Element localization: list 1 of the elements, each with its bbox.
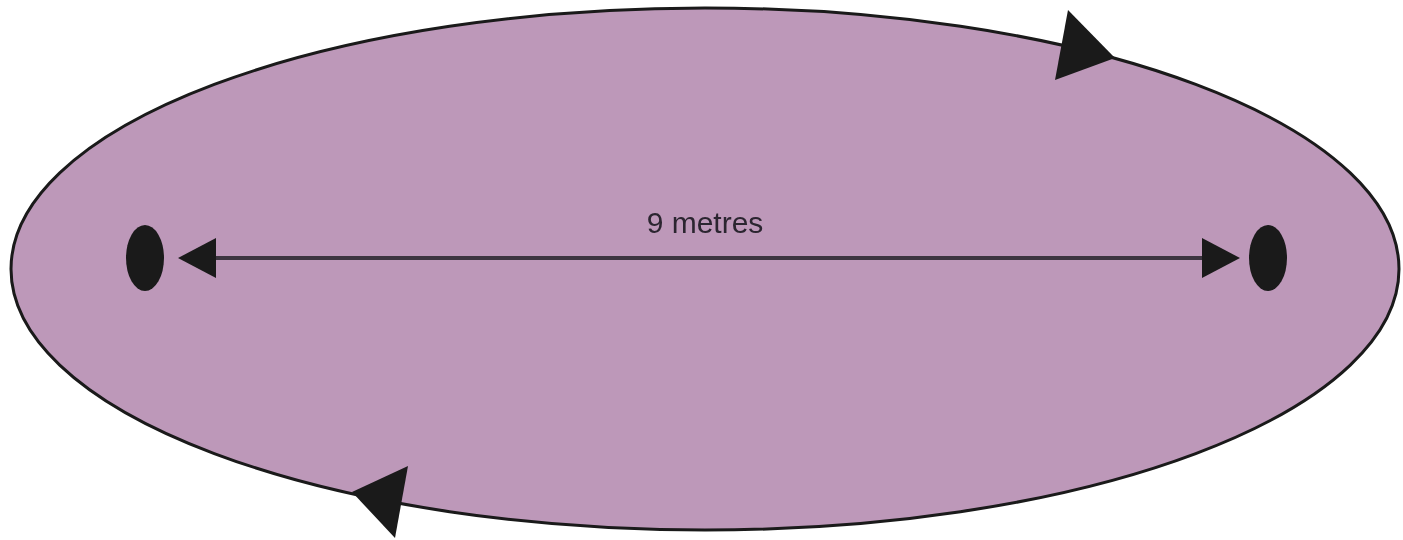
dimension-label: 9 metres (646, 206, 764, 239)
